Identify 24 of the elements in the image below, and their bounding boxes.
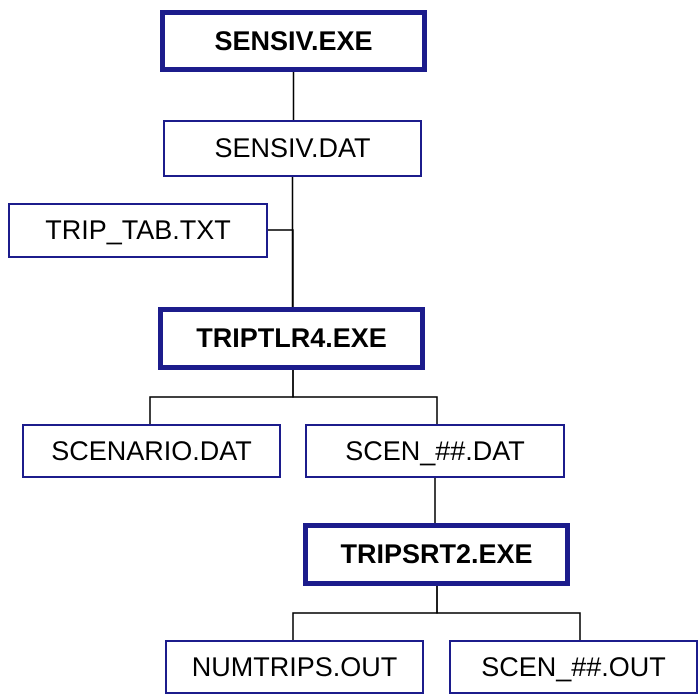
file-name: TRIPTLR4.EXE xyxy=(196,323,387,354)
file-box xyxy=(22,424,281,478)
connector-line xyxy=(434,478,436,523)
file-name: NUMTRIPS.OUT xyxy=(192,652,398,682)
file-box xyxy=(8,203,268,258)
file-name: TRIPSRT2.EXE xyxy=(340,539,533,570)
file-box xyxy=(449,640,698,694)
connector-line xyxy=(436,586,581,640)
file-name: SENSIV.DAT xyxy=(214,133,371,164)
file-box xyxy=(165,640,424,694)
program-box xyxy=(160,10,427,72)
file-name: SCEN_##.DAT xyxy=(345,436,525,466)
file-name: SCENARIO.DAT xyxy=(51,436,252,466)
file-name: TRIP_TAB.TXT xyxy=(45,215,231,246)
connector-line xyxy=(292,370,438,424)
file-name: SENSIV.EXE xyxy=(214,26,373,56)
file-name: SCEN_##.OUT xyxy=(481,652,666,682)
file-box xyxy=(305,424,565,478)
program-box xyxy=(158,307,425,370)
program-box xyxy=(303,523,570,586)
connector-line xyxy=(292,177,294,307)
file-box xyxy=(163,120,422,177)
connector-line xyxy=(292,72,294,120)
connector-line xyxy=(268,229,294,307)
